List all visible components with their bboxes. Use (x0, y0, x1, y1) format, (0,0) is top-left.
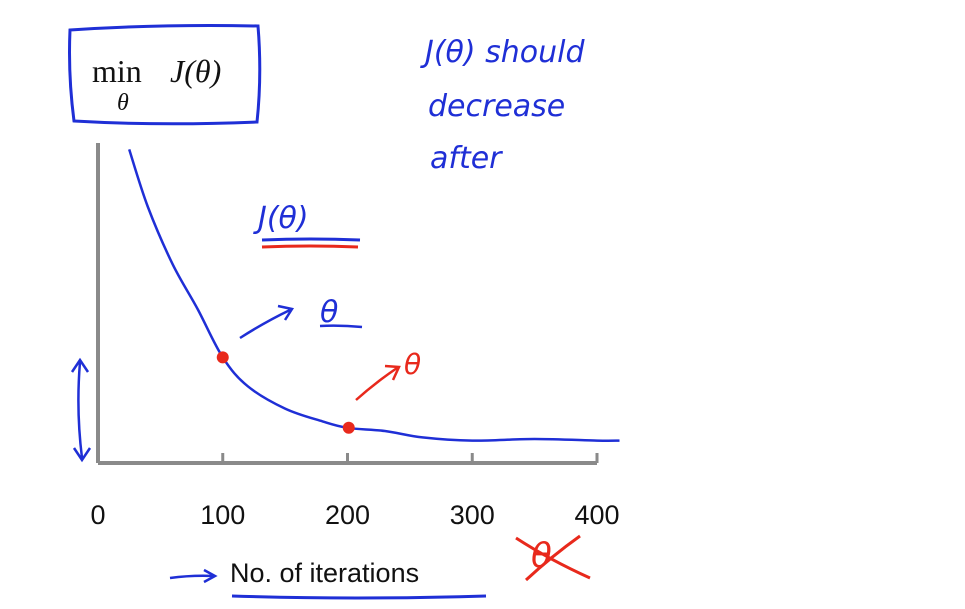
y-axis-double-arrow (70, 357, 92, 463)
note-line-3: after (430, 141, 503, 176)
curve-marker-1 (216, 351, 229, 364)
curve-label: J(θ) (253, 201, 309, 236)
formula-box: min θ J(θ) (68, 24, 262, 126)
formula-operator: min (92, 53, 142, 89)
x-tick-label-400: 400 (574, 500, 619, 530)
x-tick-label-100: 100 (200, 500, 245, 530)
x-tick-label-0: 0 (90, 500, 105, 530)
double-arrow-head-up (70, 357, 90, 373)
crossed-theta-annotation: θ (515, 534, 591, 582)
x-tick-label-300: 300 (450, 500, 495, 530)
x-ticks (221, 453, 599, 463)
curve-label-underline-red (261, 244, 359, 249)
x-axis-label-group: No. of iterations (169, 558, 487, 600)
double-arrow-head-down (72, 447, 92, 463)
curve-marker-2 (342, 421, 355, 434)
formula-function: J(θ) (170, 53, 221, 89)
double-arrow-shaft (77, 361, 84, 459)
x-label-underline (231, 594, 487, 600)
formula-box-outline (68, 24, 262, 126)
cross-stroke-2 (524, 534, 581, 582)
x-axis-label: No. of iterations (230, 558, 419, 588)
red-theta-annotation: θ (355, 348, 421, 401)
x-label-arrow-head (203, 568, 218, 584)
red-arrow-head (384, 364, 401, 381)
blue-theta-annotation: θ (239, 295, 363, 340)
axes: 0 100 200 300 400 (90, 143, 620, 530)
note-line-2: decrease (428, 89, 565, 124)
handwritten-note: J(θ) should decrease after (420, 35, 585, 176)
note-line-1: J(θ) should (420, 35, 585, 70)
curve-markers (216, 351, 355, 434)
curve-label-group: J(θ) (253, 201, 361, 249)
x-tick-label-200: 200 (325, 500, 370, 530)
red-theta: θ (404, 348, 421, 381)
blue-arrow-head (277, 304, 295, 321)
blue-theta: θ (320, 295, 338, 330)
formula-subscript: θ (117, 90, 129, 116)
blue-arrow (239, 308, 291, 340)
red-arrow (355, 366, 398, 401)
x-tick-labels: 0 100 200 300 400 (90, 500, 619, 530)
blue-theta-underline (319, 324, 363, 329)
cost-curve (128, 149, 620, 442)
curve-label-underline-blue (261, 237, 361, 242)
crossed-theta: θ (531, 536, 552, 576)
x-label-arrow (169, 574, 215, 580)
